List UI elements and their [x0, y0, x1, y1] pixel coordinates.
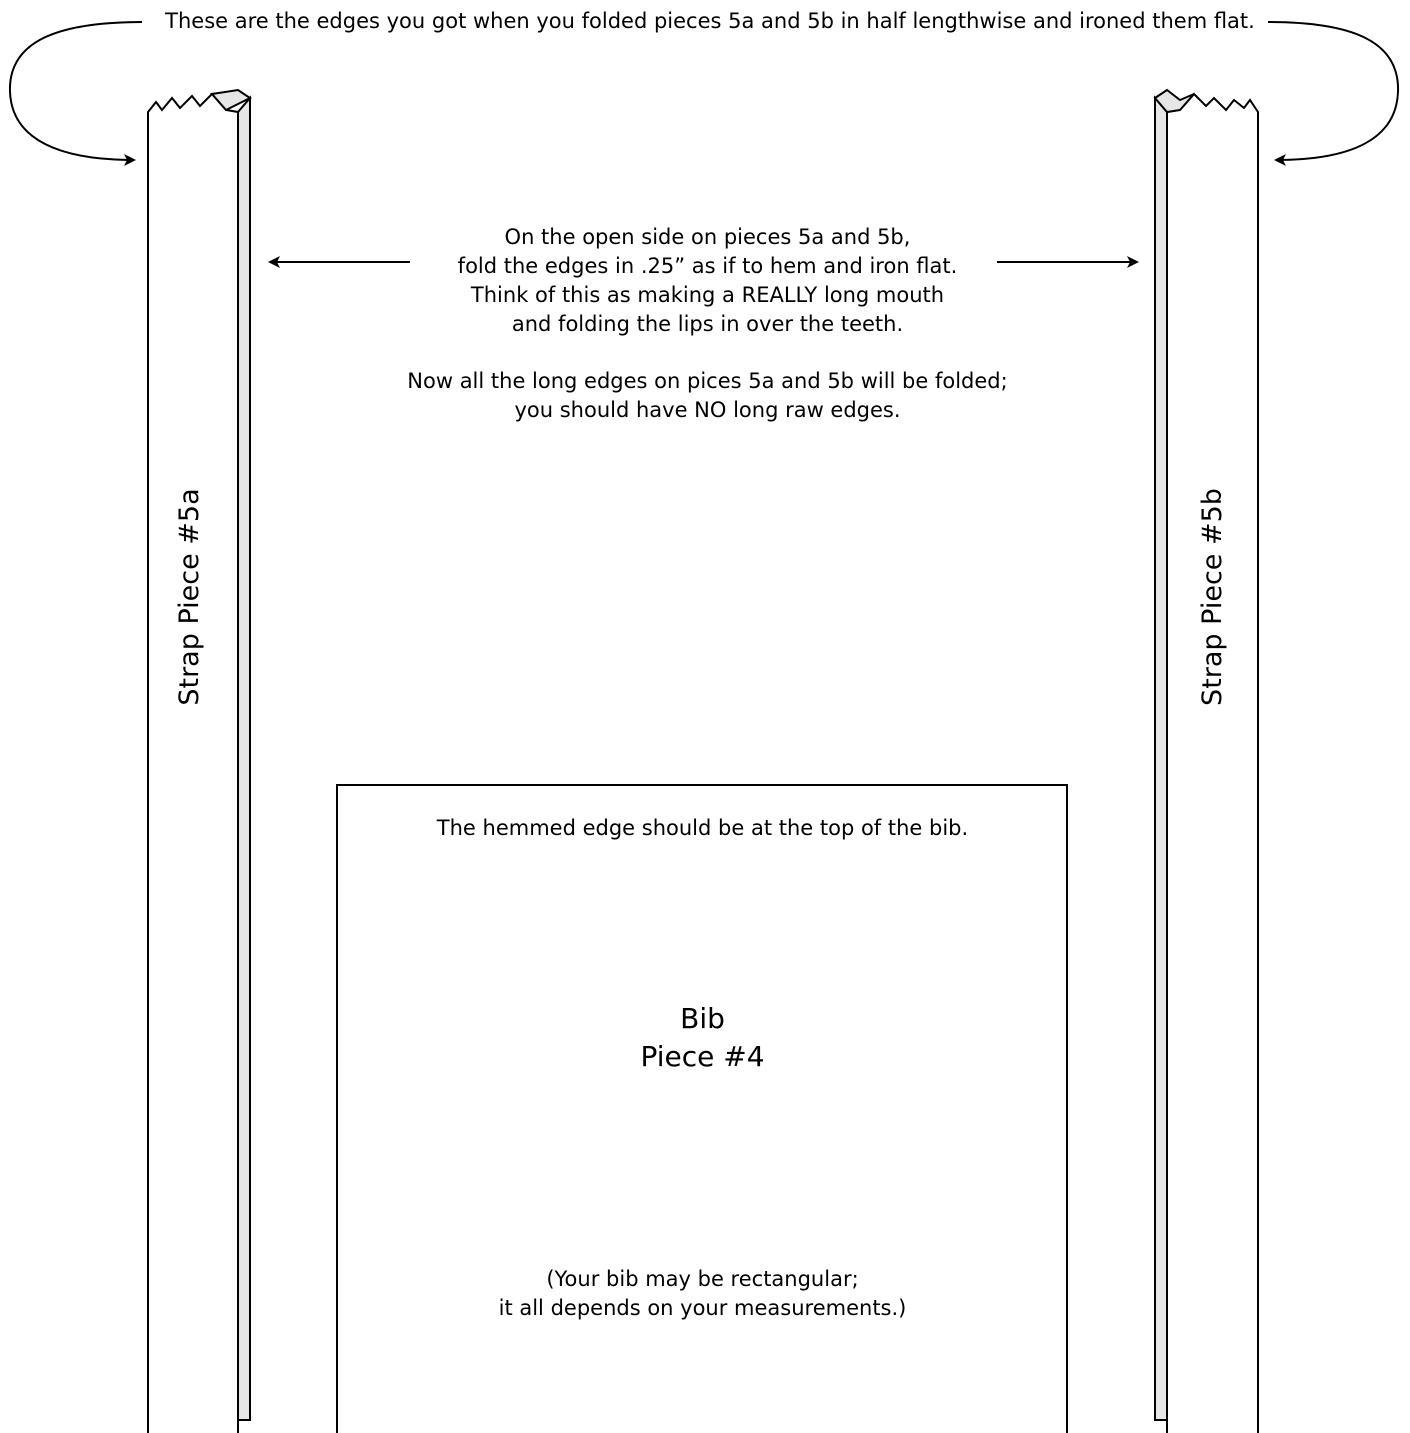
bib-shape-note: (Your bib may be rectangular; it all dep… [340, 1265, 1065, 1323]
instruction-line: Think of this as making a REALLY long mo… [470, 283, 945, 307]
spacer [390, 339, 1025, 367]
bib-piece-number: Piece #4 [640, 1040, 765, 1073]
strap-piece-5a [147, 88, 252, 1433]
instruction-line: and folding the lips in over the teeth. [511, 312, 904, 336]
strap-5b-torn-edge [1153, 88, 1195, 114]
curved-arrow-left [8, 21, 143, 166]
instruction-line: On the open side on pieces 5a and 5b, [504, 225, 911, 249]
strap-5a-folded-edge [237, 95, 251, 1421]
bib-note-line: it all depends on your measurements.) [498, 1296, 907, 1320]
instruction-line: fold the edges in .25” as if to hem and … [457, 254, 958, 278]
strap-5b-label: Strap Piece #5b [1197, 488, 1228, 706]
bib-hem-note: The hemmed edge should be at the top of … [436, 816, 969, 840]
bib-title-line: Bib [680, 1002, 725, 1035]
strap-5a-body [147, 92, 239, 1433]
strap-5a-label: Strap Piece #5a [174, 488, 205, 706]
top-note: These are the edges you got when you fol… [165, 9, 1255, 33]
curved-arrow-right [1267, 21, 1400, 166]
strap-piece-5b [1153, 88, 1259, 1433]
instruction-line: you should have NO long raw edges. [514, 398, 901, 422]
fold-instructions: On the open side on pieces 5a and 5b, fo… [390, 223, 1025, 425]
bib-piece-4 [336, 784, 1068, 1433]
bib-title: Bib Piece #4 [340, 1000, 1065, 1076]
instruction-line: Now all the long edges on pices 5a and 5… [407, 369, 1008, 393]
strap-5a-torn-edge [210, 88, 252, 112]
bib-note-line: (Your bib may be rectangular; [546, 1267, 859, 1291]
strap-5b-folded-edge [1154, 95, 1168, 1421]
